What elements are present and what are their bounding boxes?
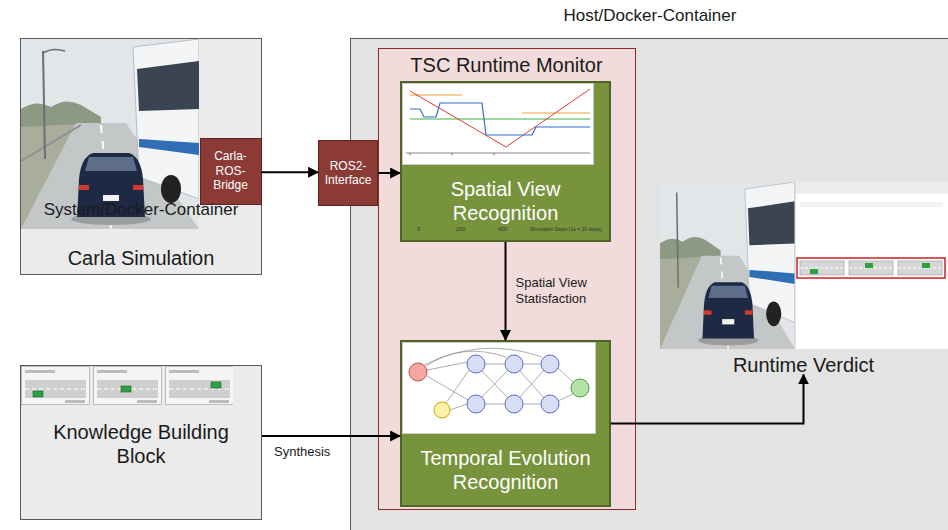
box-title: TSC Runtime Monitor [379,53,635,77]
panel-title: Runtime Verdict [660,353,948,377]
flow-arrow [505,242,507,340]
verdict-screenshot [660,182,948,349]
box-label: Carla-ROS-Bridge [204,149,258,192]
signal-chart [402,83,594,165]
scenario-strip [21,366,233,406]
container-box: Host/Docker-ContainerTSC Runtime Monitor… [350,38,948,530]
container-box: System/Docker-ContainerCarla Simulation C… [20,38,262,275]
label-holder: 200 [451,226,471,233]
flow-arrow [611,375,804,424]
interface-box: Carla-ROS-Bridge [200,138,262,205]
edge-label-holder: Spatial View Statisfaction [516,275,611,306]
axis-title: Simulation Steps (1s = 20 steps) [514,226,602,232]
flow-arrow [262,171,319,173]
edge-label-holder: Synthesis [274,444,364,460]
state-graph [402,342,596,434]
flow-arrow [262,435,400,437]
box-title: Carla Simulation [21,246,261,270]
axis-tick-label: 0 [409,226,429,233]
flow-arrow [378,172,400,174]
process-box: Spatial View Recognition [400,81,611,242]
edge-label: Spatial View Statisfaction [516,275,611,306]
verdict-panel: Runtime Verdict [660,182,948,375]
container-heading: System/Docker-Container [21,200,261,220]
box-title: Spatial View Recognition [413,177,598,225]
box-label: ROS2-Interface [322,159,374,188]
label-holder: Simulation Steps (1s = 20 steps) [514,226,602,232]
container-heading: Host/Docker-Container [351,6,948,26]
edge-label: Synthesis [274,444,364,460]
label-holder: 0 [409,226,429,233]
box-title: Knowledge Building Block [34,420,249,468]
knowledge-box: Knowledge Building Block [20,365,262,520]
process-box: Temporal Evolution Recognition [400,340,611,507]
axis-tick-label: 400 [493,226,513,233]
interface-box: ROS2-Interface [318,140,378,206]
axis-tick-label: 200 [451,226,471,233]
label-holder: 400 [493,226,513,233]
box-title: Temporal Evolution Recognition [406,446,606,494]
